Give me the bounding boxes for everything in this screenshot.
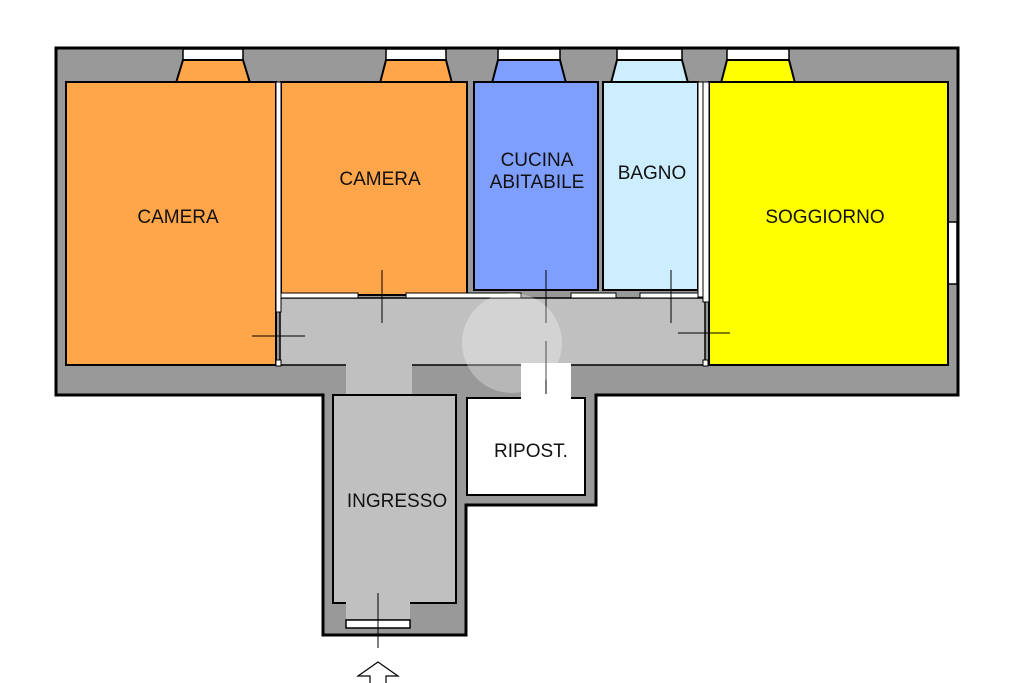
watermark-logo	[462, 293, 562, 393]
label-ripostiglio: RIPOST.	[494, 441, 568, 462]
label-camera-2: CAMERA	[339, 169, 421, 190]
label-cucina-1: CUCINA	[501, 150, 574, 171]
label-camera-1: CAMERA	[137, 207, 219, 228]
corridor	[279, 297, 706, 366]
room-ripostiglio	[466, 397, 586, 496]
room-ingresso	[332, 394, 457, 604]
room-cucina	[473, 81, 599, 291]
label-soggiorno: SOGGIORNO	[765, 207, 884, 228]
room-bagno	[602, 81, 699, 291]
label-bagno: BAGNO	[618, 163, 687, 184]
room-camera-2	[280, 81, 468, 296]
door-markers	[252, 270, 730, 648]
up-arrow-icon	[356, 661, 400, 683]
room-camera-1	[65, 81, 277, 366]
room-soggiorno	[708, 81, 949, 366]
passage	[346, 363, 412, 397]
label-ingresso: INGRESSO	[347, 491, 447, 512]
label-cucina-2: ABITABILE	[490, 172, 585, 193]
